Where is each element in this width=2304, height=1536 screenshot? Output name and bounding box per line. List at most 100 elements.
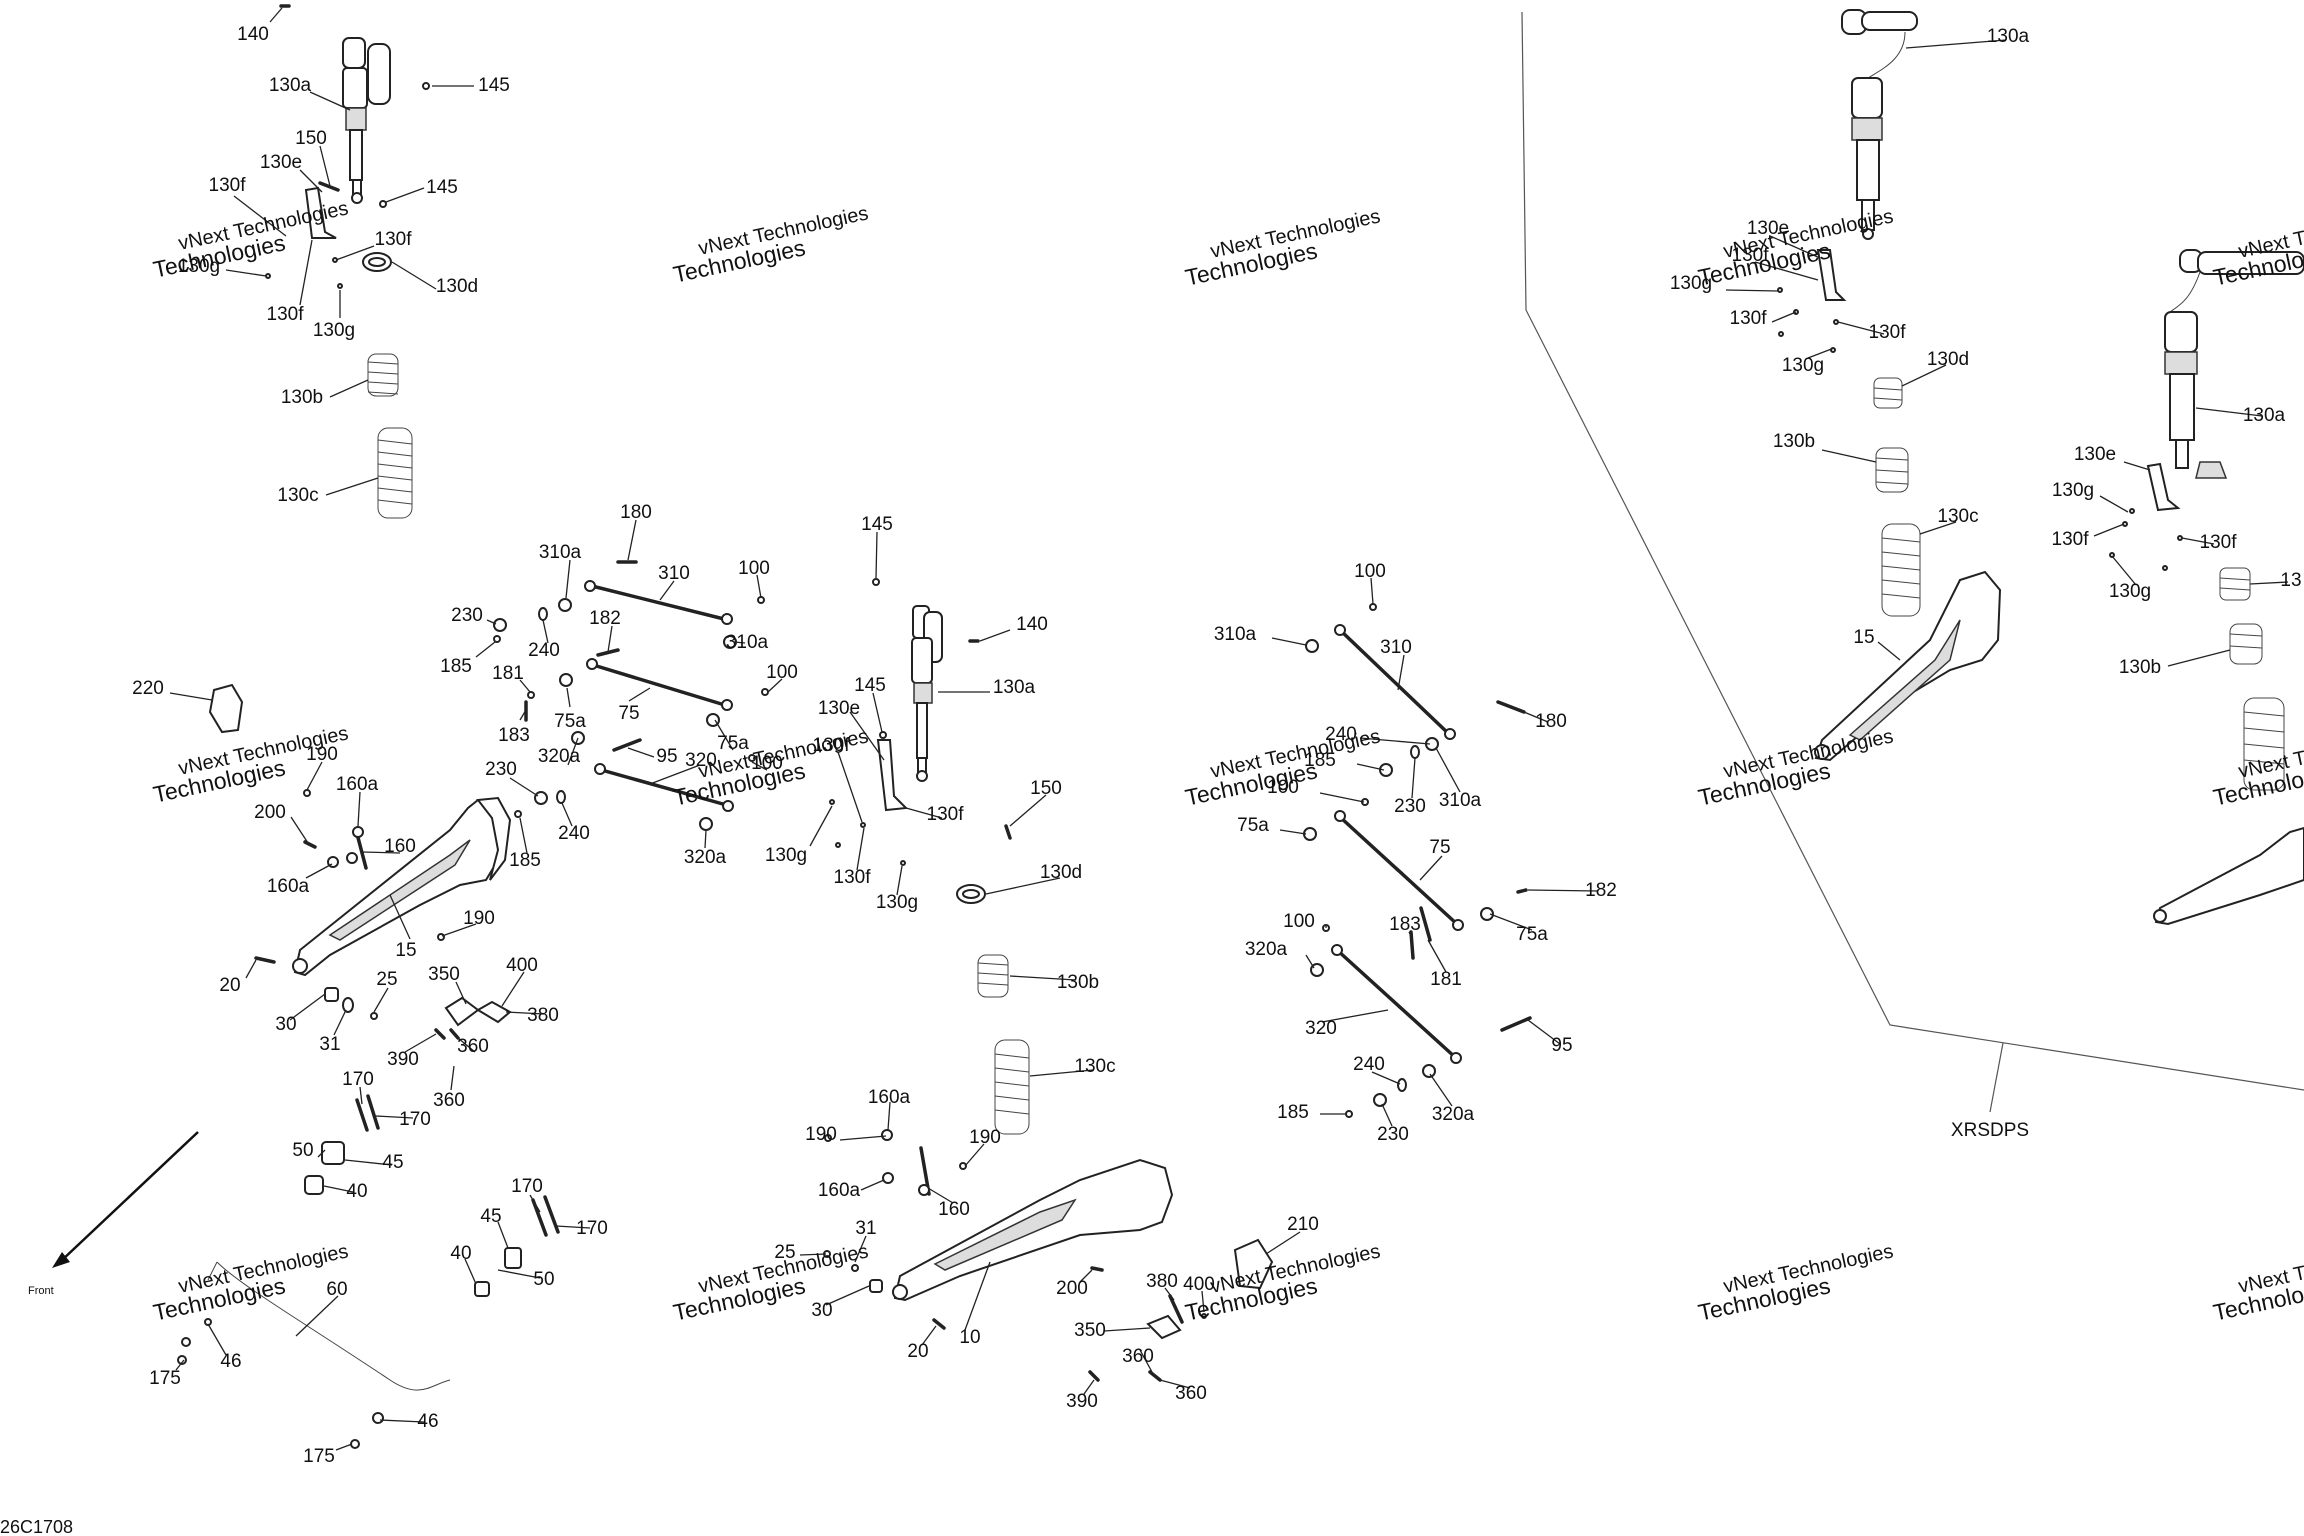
part-label: 230 <box>1394 796 1426 817</box>
part-label: 130e <box>1747 218 1789 239</box>
part-label: 200 <box>254 802 286 823</box>
part-label: 400 <box>1183 1274 1215 1295</box>
xrsdps-second-spring-130b <box>2229 623 2263 665</box>
part-label: 320a <box>1245 939 1288 960</box>
part-label: XRSDPS <box>1951 1120 2029 1141</box>
part-label: 180 <box>620 502 652 523</box>
part-label: 130e <box>260 152 302 173</box>
spring-center-130b <box>977 954 1009 998</box>
part-label: 45 <box>480 1206 501 1227</box>
part-label: 130c <box>1937 506 1978 527</box>
part-label: 75 <box>1429 837 1450 858</box>
xrsdps-spring-130c <box>1881 523 1921 617</box>
part-label: 130c <box>277 485 318 506</box>
part-label: 182 <box>1585 880 1617 901</box>
part-number-labels: 140145130a150130e145130f130f130g130d130f… <box>132 24 2301 1467</box>
part-label: 240 <box>1353 1054 1385 1075</box>
leader-lines <box>169 7 2289 1451</box>
part-label: 130f <box>927 804 965 825</box>
part-label: 130g <box>1782 355 1824 376</box>
part-label: 145 <box>478 75 510 96</box>
part-label: 100 <box>751 753 783 774</box>
part-label: 130f <box>813 735 851 756</box>
part-label: 175 <box>149 1368 181 1389</box>
part-label: 46 <box>220 1351 241 1372</box>
part-label: 15 <box>1853 627 1874 648</box>
part-label: 130a <box>2243 405 2286 426</box>
part-label: 200 <box>1056 1278 1088 1299</box>
part-label: 30 <box>275 1014 296 1035</box>
part-label: 46 <box>417 1411 438 1432</box>
part-label: 181 <box>1430 969 1462 990</box>
part-label: 360 <box>457 1036 489 1057</box>
xrsdps-second-shock-assembly <box>2109 249 2304 926</box>
part-label: 130g <box>178 256 220 277</box>
part-label: 130f <box>834 867 872 888</box>
part-label: 15 <box>395 940 416 961</box>
part-label: 130a <box>269 75 312 96</box>
part-label: 130f <box>2200 532 2238 553</box>
part-label: 130b <box>1773 431 1815 452</box>
part-label: 210 <box>1287 1214 1319 1235</box>
part-label: 230 <box>1377 1124 1409 1145</box>
part-label: 130g <box>765 845 807 866</box>
part-label: 183 <box>498 725 530 746</box>
part-label: 320a <box>538 746 581 767</box>
xrsdps-second-spring-large <box>2243 697 2285 791</box>
part-label: 160a <box>267 876 310 897</box>
part-label: 60 <box>326 1279 347 1300</box>
part-label: 220 <box>132 678 164 699</box>
figure-code: 26C1708 <box>0 1517 73 1536</box>
part-label: 100 <box>1283 911 1315 932</box>
part-label: 130f <box>2052 529 2090 550</box>
xrsdps-spring-130b <box>1875 447 1909 493</box>
part-label: 10 <box>959 1327 980 1348</box>
part-label: 130e <box>2074 444 2116 465</box>
part-label: 130c <box>1074 1056 1115 1077</box>
part-label: 130g <box>2109 581 2151 602</box>
part-label: 50 <box>292 1140 313 1161</box>
part-label: 310a <box>726 632 769 653</box>
part-label: 95 <box>1551 1035 1572 1056</box>
part-label: 181 <box>492 663 524 684</box>
part-label: 360 <box>1175 1383 1207 1404</box>
spring-center-130c <box>994 1039 1030 1135</box>
part-label: 140 <box>237 24 269 45</box>
part-label: 390 <box>1066 1391 1098 1412</box>
part-label: 320 <box>1305 1018 1337 1039</box>
part-label: 380 <box>1146 1271 1178 1292</box>
part-label: 130a <box>1987 26 2030 47</box>
center-shock-assembly <box>829 578 1030 1135</box>
part-label: 190 <box>969 1127 1001 1148</box>
part-label: 160a <box>336 774 379 795</box>
part-label: 183 <box>1389 914 1421 935</box>
front-direction-label: Front <box>28 1285 54 1297</box>
part-label: 130g <box>876 892 918 913</box>
part-label: 145 <box>861 514 893 535</box>
xrsdps-second-spring-small <box>2219 567 2251 601</box>
part-label: 150 <box>295 128 327 149</box>
part-label: 160 <box>938 1199 970 1220</box>
part-label: 160a <box>818 1180 861 1201</box>
part-label: 75a <box>554 711 586 732</box>
part-label: 25 <box>376 969 397 990</box>
part-label: 130g <box>1670 273 1712 294</box>
part-label: 95 <box>656 746 677 767</box>
part-label: 100 <box>738 558 770 579</box>
part-label: 185 <box>509 850 541 871</box>
part-label: 75a <box>1237 815 1269 836</box>
part-label: 75 <box>618 703 639 724</box>
part-label: 310a <box>1214 624 1257 645</box>
part-label: 130f <box>1732 245 1770 266</box>
part-label: 40 <box>450 1243 471 1264</box>
part-label: 350 <box>1074 1320 1106 1341</box>
part-label: 400 <box>506 955 538 976</box>
part-label: 145 <box>426 177 458 198</box>
part-label: 130d <box>436 276 478 297</box>
part-label: 75a <box>717 733 749 754</box>
part-label: 130b <box>281 387 323 408</box>
part-label: 150 <box>1030 778 1062 799</box>
part-label: 182 <box>589 608 621 629</box>
part-label: 130f <box>375 229 413 250</box>
part-label: 31 <box>855 1218 876 1239</box>
